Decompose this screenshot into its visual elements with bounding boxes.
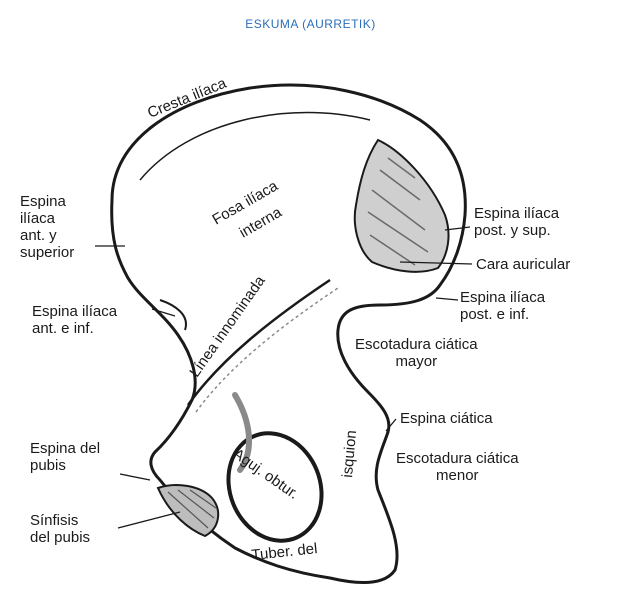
leader-espina-post-sup xyxy=(444,226,471,231)
arcuate-line xyxy=(186,278,331,406)
obturator-foramen xyxy=(226,431,324,543)
label-espina-ant-sup: Espina ilíaca ant. y superior xyxy=(20,193,75,261)
label-espina-post-sup: Espina ilíaca post. y sup. xyxy=(474,205,560,239)
diagram-title: ESKUMA (AURRETIK) xyxy=(245,17,376,31)
label-espina-ant-inf: Espina ilíaca ant. e inf. xyxy=(32,303,118,337)
label-espina-ciatica: Espina ciática xyxy=(400,410,493,427)
ischium-shading xyxy=(232,392,253,473)
leader-espina-ciatica xyxy=(385,418,397,432)
label-escotadura-mayor: Escotadura ciática mayor xyxy=(355,336,478,370)
auricular-hatching xyxy=(367,157,429,266)
label-tuber-isquion-b: isquion xyxy=(339,430,360,479)
label-sinfisis-pubis: Sínfisis del pubis xyxy=(30,512,91,546)
label-tuber-isquion-a: Tuber. del xyxy=(251,540,319,564)
leader-espina-post-inf xyxy=(435,297,459,301)
leader-cara-auricular xyxy=(399,261,473,265)
label-espina-post-inf: Espina ilíaca post. e inf. xyxy=(460,289,546,323)
auricular-surface xyxy=(353,138,450,273)
label-cara-auricular: Cara auricular xyxy=(476,256,571,273)
label-espina-pubis: Espina del pubis xyxy=(30,440,101,474)
anterior-inferior-spine xyxy=(159,299,187,331)
leader-espina-pubis xyxy=(119,473,151,481)
leader-espina-ant-inf xyxy=(151,308,176,317)
label-escotadura-menor: Escotadura ciática menor xyxy=(396,450,519,484)
symphysis-hatching xyxy=(167,489,217,529)
leader-sinfisis xyxy=(117,511,181,529)
iliac-crest-line xyxy=(139,111,371,181)
arcuate-line-shadow xyxy=(195,287,339,413)
leader-lines xyxy=(95,226,473,529)
